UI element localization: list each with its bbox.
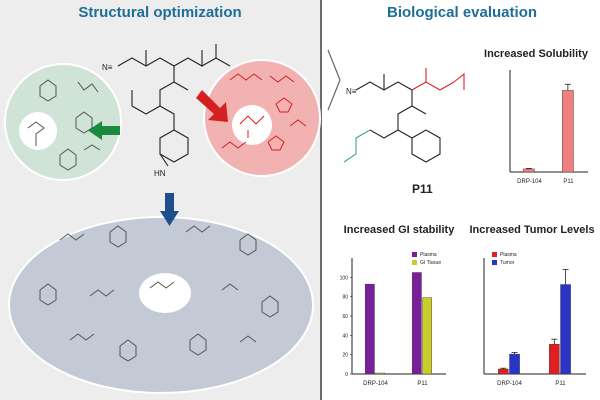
- bar: [364, 283, 375, 375]
- legend-swatch: [412, 252, 417, 257]
- y-tick-label: 60: [342, 314, 348, 320]
- x-tick-label: DRP-104: [497, 381, 522, 387]
- red-arrow-icon: [196, 90, 228, 122]
- gi-stability-chart-title: Increased GI stability: [343, 224, 455, 236]
- legend-label: Tumor: [500, 260, 515, 266]
- x-tick-label: DRP-104: [363, 381, 388, 387]
- y-tick-label: 80: [342, 295, 348, 301]
- x-tick-label: P11: [555, 381, 566, 387]
- y-tick-label: 20: [342, 353, 348, 359]
- green-fragments: [27, 79, 101, 171]
- green-substituent-bubble: [4, 63, 122, 181]
- x-tick-label: DRP-104: [517, 179, 542, 185]
- x-tick-label: P11: [563, 179, 574, 185]
- svg-text:HN: HN: [154, 169, 166, 178]
- p11-ester-group: [411, 68, 465, 91]
- x-tick-label: P11: [417, 381, 428, 387]
- solubility-chart: DRP-104 P11: [509, 70, 588, 185]
- legend-swatch: [412, 260, 417, 265]
- red-selected-bubble: [232, 105, 272, 145]
- gray-fragments: [39, 225, 279, 362]
- biological-evaluation-panel: Biological evaluation N≡ P11 Increa: [324, 0, 600, 400]
- p11-label: P11: [412, 182, 433, 196]
- legend-label: Plasma: [420, 252, 437, 258]
- structural-optimization-panel: Structural optimization: [0, 0, 322, 400]
- biological-evaluation-diagram: N≡: [327, 49, 465, 163]
- legend-swatch: [492, 252, 497, 257]
- solubility-chart-title: Increased Solubility: [484, 48, 588, 60]
- bar: [375, 372, 386, 375]
- legend-label: Plasma: [500, 252, 517, 258]
- bar: [549, 343, 560, 375]
- p11-structure: [355, 74, 441, 163]
- structural-optimization-diagram: N≡ HN: [4, 44, 321, 394]
- green-arrow-icon: [88, 121, 120, 140]
- bar: [509, 353, 520, 375]
- legend-label: GI Tissue: [420, 260, 441, 266]
- legend-swatch: [492, 260, 497, 265]
- svg-text:N≡: N≡: [102, 63, 113, 72]
- lead-compound-structure: [117, 44, 231, 167]
- tumor-levels-chart-title: Increased Tumor Levels: [469, 224, 595, 236]
- selected-scaffold-bubble: [139, 273, 191, 313]
- gi-stability-chart: DRP-104 P11 100 80 60 40 20 0 Plasma GI Tissue: [340, 252, 446, 387]
- red-fragments: [221, 73, 307, 151]
- y-tick-label: 100: [340, 275, 349, 281]
- biological-evaluation-title: Biological evaluation: [386, 4, 538, 21]
- structural-optimization-title: Structural optimization: [78, 4, 242, 21]
- y-tick-label: 40: [342, 333, 348, 339]
- transition-chevron-icon: [327, 49, 341, 111]
- svg-text:N≡: N≡: [346, 87, 357, 96]
- bar: [422, 297, 433, 375]
- y-tick-label: 0: [345, 372, 348, 378]
- bar: [498, 368, 509, 375]
- p11-amine-group: [343, 129, 371, 163]
- bar: [411, 272, 422, 375]
- bar: [560, 284, 571, 375]
- green-selected-bubble: [19, 112, 57, 150]
- blue-arrow-icon: [160, 193, 179, 226]
